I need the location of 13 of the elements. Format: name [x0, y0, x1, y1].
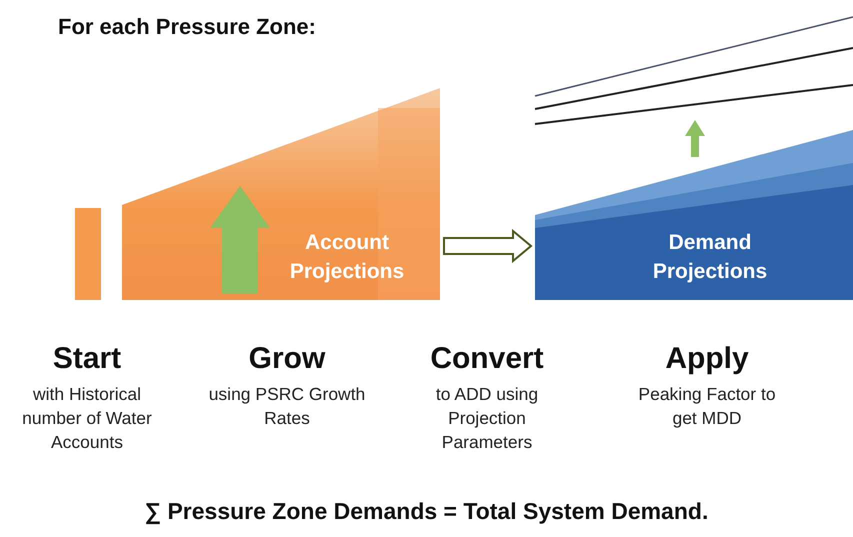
arrow — [443, 228, 533, 264]
step-description: to ADD using Projection Parameters — [434, 383, 540, 454]
shape-label: Account Projections — [288, 230, 406, 285]
step-description: with Historical number of Water Accounts — [21, 383, 153, 454]
step-heading: Start — [52, 341, 122, 377]
caption: ∑ Pressure Zone Demands = Total System Demand. — [144, 498, 710, 525]
step-heading: Apply — [665, 341, 749, 377]
shape-label: Demand Projections — [652, 230, 768, 285]
step-description: Peaking Factor to get MDD — [637, 383, 777, 430]
step-heading: Grow — [248, 341, 326, 377]
step-heading: Convert — [430, 341, 544, 377]
title: For each Pressure Zone: — [58, 14, 316, 40]
step-description: using PSRC Growth Rates — [208, 383, 366, 430]
